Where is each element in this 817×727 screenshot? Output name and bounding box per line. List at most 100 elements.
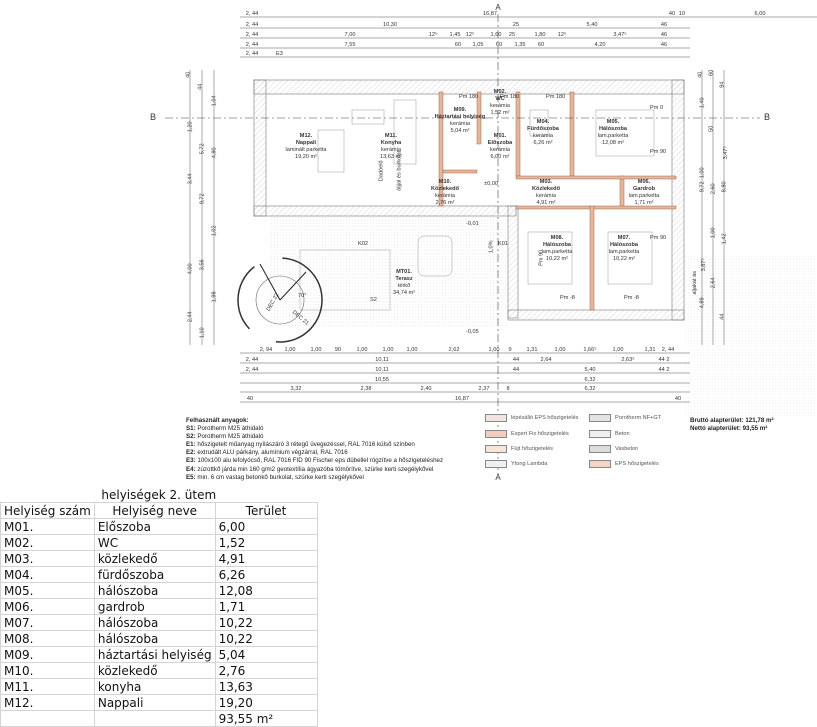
- dimension-label: 1,00: [406, 347, 418, 353]
- section-lines: [165, 14, 760, 478]
- room-name-cell: háztartási helyiség: [93, 646, 216, 663]
- room-name: Hálószoba: [599, 126, 627, 132]
- dimension-label: 25: [508, 32, 516, 38]
- material-legend-item: lépésálló EPS hőszigetelés: [485, 414, 578, 422]
- room-area-cell: 4,91: [214, 550, 318, 567]
- dimension-label: 1,00: [382, 347, 394, 353]
- room-code: MT01.: [396, 269, 412, 275]
- material-label: Expert Fix hőszigetelés: [511, 431, 569, 437]
- dimension-label: 90: [334, 347, 342, 353]
- dimension-label: 1,66⁵: [583, 347, 597, 353]
- dimension-label: 10,30: [383, 22, 397, 28]
- top-dimension-lines: [240, 16, 817, 58]
- room-area: 13,63 m²: [379, 154, 403, 160]
- floor-plan-drawing: [165, 14, 817, 478]
- dimension-label: 46: [660, 22, 668, 28]
- plan-annotation: Dadóelő: [378, 160, 385, 182]
- plan-annotation: S2: [370, 297, 377, 303]
- room-code: M06.: [637, 179, 651, 185]
- room-area-cell: 19,20: [214, 694, 318, 711]
- furniture: [299, 99, 655, 311]
- dimension-label: 10,11: [375, 357, 389, 363]
- room-number-cell: M12.: [0, 694, 95, 711]
- dimension-label: 3,47⁵: [613, 32, 627, 38]
- dimension-label: 44 2: [658, 367, 670, 373]
- room-floor-finish: lam.parketta: [608, 249, 640, 255]
- dimension-label: 2,63⁵: [621, 357, 635, 363]
- room-number-cell: M04.: [0, 566, 95, 583]
- material-legend-item: Vasbeton: [589, 445, 638, 453]
- room-code: M08.: [550, 235, 564, 241]
- dimension-label: 16,87: [483, 11, 497, 17]
- dimension-label: 40: [674, 396, 682, 402]
- dimension-label: 9: [508, 347, 512, 353]
- dimension-label: 10,55: [375, 377, 389, 383]
- dimension-label: 16,87: [455, 396, 469, 402]
- room-area-cell: 6,00: [214, 518, 318, 535]
- dimension-label: 1,20: [187, 121, 194, 133]
- room-floor-finish: térkő: [397, 283, 411, 289]
- room-number-cell: M02.: [0, 534, 95, 551]
- dimension-label: 9,72: [699, 181, 706, 193]
- dimension-label: 1,02: [211, 225, 218, 237]
- material-swatch: [485, 445, 507, 453]
- room-area: 10,22 m²: [612, 256, 636, 262]
- room-code: M04.: [536, 119, 550, 125]
- dimension-label: 44: [512, 357, 520, 363]
- material-legend-item: Fújt hőszigetelés: [485, 445, 553, 453]
- room-code: M05.: [606, 119, 620, 125]
- dimension-label: 94: [719, 81, 726, 88]
- room-area-cell: 13,63: [214, 678, 318, 695]
- dimension-label: 44 2: [658, 357, 670, 363]
- dimension-label: 1,04: [211, 95, 218, 107]
- room-name-cell: gardrob: [93, 598, 216, 615]
- room-area-cell: 5,04: [214, 646, 318, 663]
- room-area: 4,91 m²: [536, 200, 556, 206]
- dimension-label: 4,00: [187, 263, 194, 275]
- room-number-cell: M11.: [0, 678, 95, 695]
- dimension-label: 1,00: [310, 347, 322, 353]
- legend-item: E4: zúzottkő járda min 160 g/m2 geotextí…: [186, 465, 434, 473]
- plan-annotation: ±0,00: [484, 181, 498, 187]
- dimension-label: 1,45: [449, 32, 461, 38]
- room-floor-finish: lam.parketta: [541, 249, 573, 255]
- room-floor-finish: kerámia: [381, 147, 401, 153]
- legend-item: E5: min. 6 cm vastag betonkő burkolat, s…: [186, 473, 364, 481]
- plan-annotation: 1,0%: [488, 240, 495, 254]
- dimension-label: 44: [512, 367, 520, 373]
- total-area: 93,55 m²: [214, 710, 318, 727]
- material-label: lépésálló EPS hőszigetelés: [511, 415, 579, 421]
- dimension-label: 2,62: [448, 347, 460, 353]
- room-area-cell: 1,52: [214, 534, 318, 551]
- room-area-cell: 10,22: [214, 630, 318, 647]
- room-code: M10.: [438, 179, 452, 185]
- dimension-label: 60: [708, 69, 715, 76]
- dimension-label: 10: [678, 11, 686, 17]
- bottom-dimension-lines: [240, 352, 690, 403]
- plan-annotation: 70°: [298, 293, 307, 299]
- interior-walls: [438, 91, 677, 311]
- room-name: Terasz: [395, 276, 413, 282]
- dimension-label: 60: [495, 42, 503, 48]
- garden-surface: [684, 256, 817, 416]
- dimension-label: 44: [197, 83, 204, 90]
- dimension-label: 6,00: [754, 11, 766, 17]
- room-name-cell: közlekedő: [93, 662, 216, 679]
- dimension-label: 60: [454, 42, 462, 48]
- dimension-label: 1,00: [284, 347, 296, 353]
- material-label: Porotherm NF+GT: [615, 415, 662, 421]
- legend-item: E3: 100x100 alu lefolyócső, RAL 7016 FID…: [186, 457, 444, 465]
- room-name-cell: Előszoba: [93, 518, 216, 535]
- room-floor-finish: kerámia: [536, 193, 556, 199]
- dimension-label: 40: [668, 11, 676, 17]
- table-total-row: 93,55 m²: [0, 710, 318, 727]
- dimension-label: 2,64: [540, 357, 552, 363]
- plan-annotation: K02: [358, 241, 368, 247]
- room-name-cell: hálószoba: [93, 614, 216, 631]
- room-area-cell: 1,71: [214, 598, 318, 615]
- section-marker: B: [764, 112, 771, 122]
- plan-annotation: áljjal és burkolat: [396, 150, 403, 191]
